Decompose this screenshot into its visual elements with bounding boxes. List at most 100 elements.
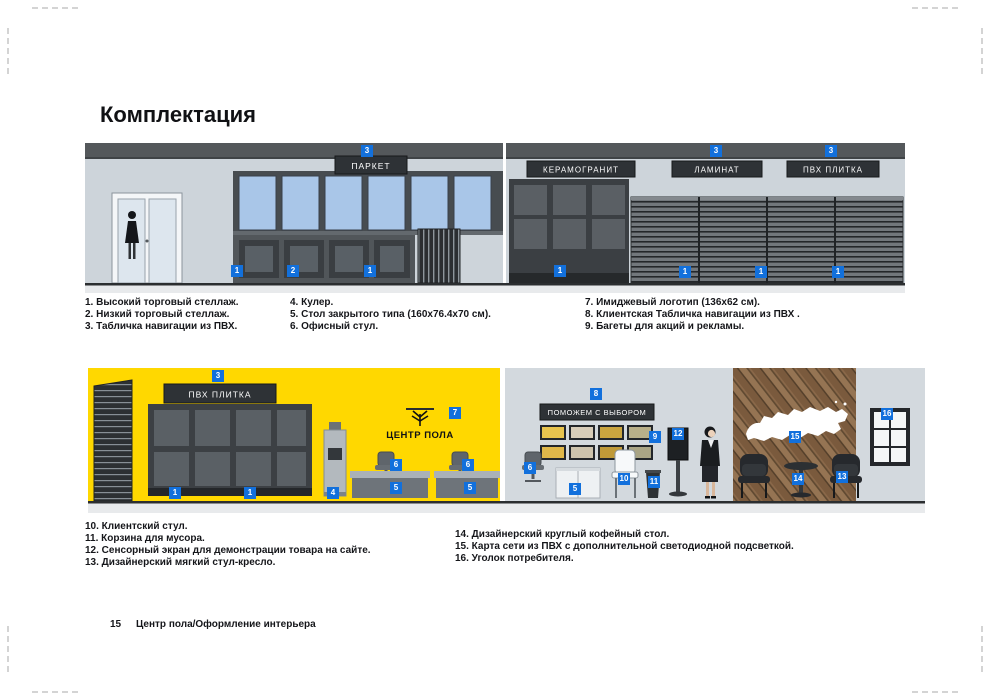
footer-page-number: 15 (110, 619, 122, 630)
sign-pvh-bottom-label: ПВХ ПЛИТКА (188, 390, 251, 400)
storefront-left: ПАРКЕТ (85, 143, 503, 284)
brand-logo-label: ЦЕНТР ПОЛА (386, 430, 453, 441)
low-cabinets (233, 235, 415, 283)
sign-help: ПОМОЖЕМ С ВЫБОРОМ (539, 403, 655, 421)
crop-mark (32, 691, 78, 693)
marker: 13 (836, 471, 848, 483)
sign-parquet: ПАРКЕТ (334, 155, 408, 175)
consumer-corner-board (870, 408, 910, 466)
sign-parquet-label: ПАРКЕТ (351, 161, 390, 171)
marker: 3 (212, 370, 224, 382)
marker: 7 (449, 407, 461, 419)
tall-shelving-yellow (148, 404, 312, 496)
slatted-shelving (630, 196, 904, 284)
legend-item: 2. Низкий торговый стеллаж. (85, 309, 230, 320)
marker: 5 (569, 483, 581, 495)
legend-item: 11. Корзина для мусора. (85, 533, 205, 544)
water-cooler (323, 422, 347, 497)
sign-keramogranit: КЕРАМОГРАНИТ (526, 160, 636, 178)
marker: 5 (464, 482, 476, 494)
marker: 11 (648, 476, 660, 488)
crop-mark (7, 28, 9, 74)
marker: 1 (364, 265, 376, 277)
legend-item: 7. Имиджевый логотип (136х62 см). (585, 297, 760, 308)
marker: 3 (710, 145, 722, 157)
elevation-top: ПАРКЕТ КЕРАМОГРАНИТ ЛАМИНАТ (85, 143, 905, 293)
marker: 8 (590, 388, 602, 400)
tall-shelving (509, 179, 629, 283)
storefront-right: КЕРАМОГРАНИТ ЛАМИНАТ ПВХ ПЛИТКА (506, 143, 905, 284)
marker: 3 (825, 145, 837, 157)
legend-item: 13. Дизайнерский мягкий стул-кресло. (85, 557, 276, 568)
legend-item: 9. Багеты для акций и рекламы. (585, 321, 745, 332)
legend-item: 6. Офисный стул. (290, 321, 379, 332)
sign-pvh-bottom: ПВХ ПЛИТКА (163, 383, 277, 404)
sign-pvh-top-label: ПВХ ПЛИТКА (803, 166, 863, 175)
marker: 14 (792, 473, 804, 485)
marker: 2 (287, 265, 299, 277)
legend-item: 8. Клиентская Табличка навигации из ПВХ … (585, 309, 800, 320)
lounge-chair (738, 454, 770, 498)
person-silhouette (125, 211, 139, 259)
legend-item: 10. Клиентский стул. (85, 521, 188, 532)
marker: 6 (524, 462, 536, 474)
entrance-door (111, 192, 183, 284)
elevation-bottom: ПВХ ПЛИТКА (88, 368, 925, 513)
marker: 5 (390, 482, 402, 494)
window-shelving (233, 171, 503, 235)
marker: 1 (832, 266, 844, 278)
footer-text: Центр пола/Оформление интерьера (136, 619, 316, 630)
crop-mark (981, 626, 983, 672)
floor-strip (88, 503, 925, 513)
marker: 1 (244, 487, 256, 499)
marker: 10 (618, 473, 630, 485)
legend-item: 15. Карта сети из ПВХ с дополнительной с… (455, 541, 794, 552)
legend-item: 4. Кулер. (290, 297, 334, 308)
marker: 1 (679, 266, 691, 278)
brand-logo: ЦЕНТР ПОЛА (386, 408, 453, 441)
elevation-top-svg: ПАРКЕТ КЕРАМОГРАНИТ ЛАМИНАТ (85, 143, 905, 293)
floor-strip (85, 285, 905, 293)
legend-item: 5. Стол закрытого типа (160х76.4х70 см). (290, 309, 491, 320)
floor-line (88, 501, 925, 504)
legend-item: 3. Табличка навигации из ПВХ. (85, 321, 238, 332)
marker: 15 (789, 431, 801, 443)
marker: 6 (462, 459, 474, 471)
legend-bottom-col-1: 10. Клиентский стул. 11. Корзина для мус… (85, 521, 371, 569)
floor-line (85, 283, 905, 286)
legend-item: 1. Высокий торговый стеллаж. (85, 297, 239, 308)
legend-bottom-col-2: 14. Дизайнерский круглый кофейный стол. … (455, 529, 794, 565)
staff-figure (700, 426, 720, 499)
crop-mark (7, 626, 9, 672)
marker: 16 (881, 408, 893, 420)
marker: 9 (649, 431, 661, 443)
page-title: Комплектация (100, 102, 256, 127)
marker: 1 (554, 265, 566, 277)
crop-mark (912, 7, 958, 9)
legend-item: 14. Дизайнерский круглый кофейный стол. (455, 529, 670, 540)
marker: 1 (755, 266, 767, 278)
legend-top-col-1: 1. Высокий торговый стеллаж. 2. Низкий т… (85, 297, 239, 333)
sign-help-label: ПОМОЖЕМ С ВЫБОРОМ (548, 408, 647, 417)
marker: 4 (327, 487, 339, 499)
marker: 1 (169, 487, 181, 499)
marker: 1 (231, 265, 243, 277)
marker: 12 (672, 428, 684, 440)
legend-item: 12. Сенсорный экран для демонстрации тов… (85, 545, 371, 556)
sign-pvh-top: ПВХ ПЛИТКА (786, 160, 880, 178)
crop-mark (32, 7, 78, 9)
sign-keramogranit-label: КЕРАМОГРАНИТ (543, 166, 619, 175)
legend-top-col-3: 7. Имиджевый логотип (136х62 см). 8. Кли… (585, 297, 800, 333)
legend-item: 16. Уголок потребителя. (455, 553, 574, 564)
crop-mark (912, 691, 958, 693)
slatted-display-tower (93, 379, 133, 502)
marker: 6 (390, 459, 402, 471)
sign-laminat-label: ЛАМИНАТ (694, 166, 739, 175)
sign-laminat: ЛАМИНАТ (671, 160, 763, 178)
interior-right-gray: ПОМОЖЕМ С ВЫБОРОМ (505, 368, 925, 501)
crop-mark (981, 28, 983, 74)
tree-icon (411, 410, 429, 426)
russia-map (746, 407, 848, 441)
marker: 3 (361, 145, 373, 157)
